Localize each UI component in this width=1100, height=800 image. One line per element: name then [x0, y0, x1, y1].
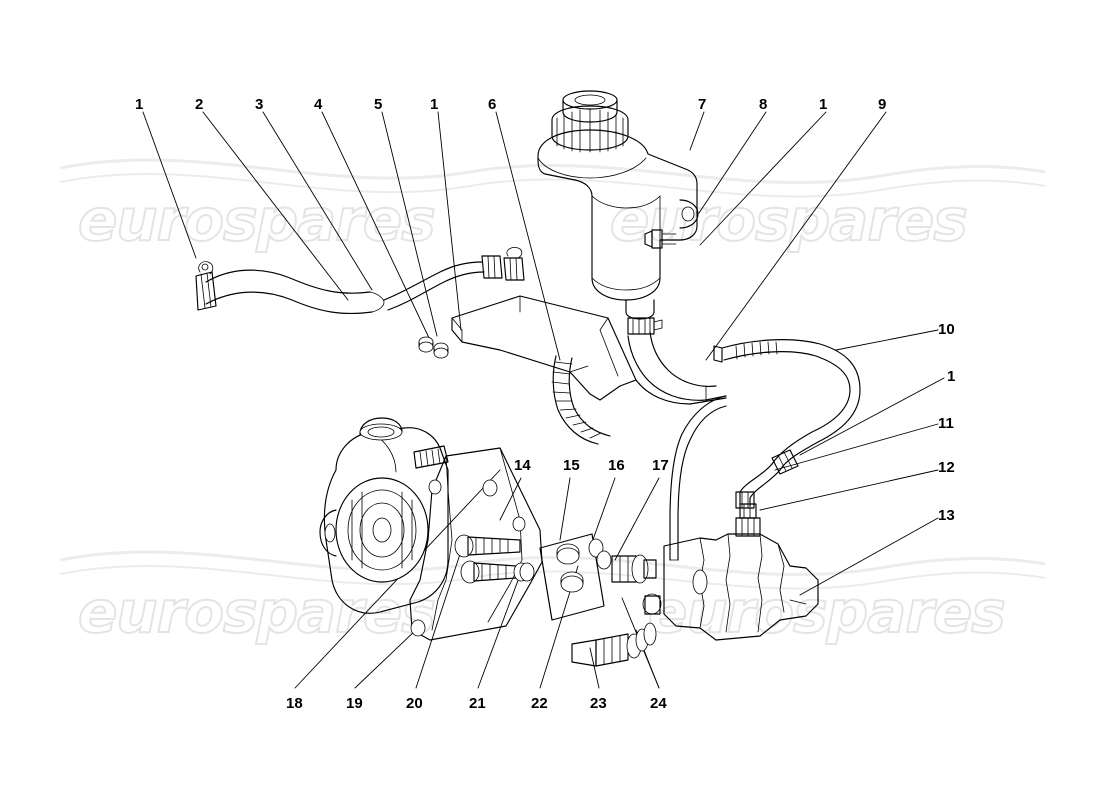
steering-valve-housing — [571, 503, 819, 667]
callout-2: 2 — [195, 96, 204, 113]
leader-lines-inner — [499, 477, 660, 561]
flange-plate — [539, 533, 612, 621]
union-fitting — [611, 554, 662, 615]
high-pressure-pipe — [713, 339, 861, 509]
callout-8: 8 — [759, 96, 768, 113]
callout-17: 17 — [652, 457, 669, 474]
callout-1c: 1 — [819, 96, 828, 113]
callout-1: 1 — [135, 96, 144, 113]
reservoir-assembly — [537, 90, 699, 335]
leader-lines-top — [142, 111, 887, 361]
callout-20: 20 — [406, 695, 423, 712]
callout-18: 18 — [286, 695, 303, 712]
callout-24: 24 — [650, 695, 667, 712]
washers-and-nuts — [418, 336, 449, 359]
callout-1b: 1 — [430, 96, 439, 113]
pipe-to-valve — [669, 395, 727, 561]
hose-return-right — [627, 331, 727, 405]
callout-6: 6 — [488, 96, 497, 113]
hose-low-pressure-left — [195, 261, 385, 315]
callout-14: 14 — [514, 457, 531, 474]
callout-5: 5 — [374, 96, 383, 113]
callout-15: 15 — [563, 457, 580, 474]
callout-21: 21 — [469, 695, 486, 712]
callout-23: 23 — [590, 695, 607, 712]
leader-lines-right — [759, 329, 945, 596]
callout-22: 22 — [531, 695, 548, 712]
callout-13: 13 — [938, 507, 955, 524]
callout-9: 9 — [878, 96, 887, 113]
callout-16: 16 — [608, 457, 625, 474]
mounting-bracket — [451, 295, 637, 401]
callout-19: 19 — [346, 695, 363, 712]
callout-7: 7 — [698, 96, 707, 113]
power-steering-pump — [319, 417, 449, 614]
callout-3: 3 — [255, 96, 264, 113]
bolts-and-spacers — [454, 534, 535, 584]
callout-1d: 1 — [947, 368, 956, 385]
hose-upper-left — [383, 247, 525, 311]
callout-11: 11 — [938, 415, 954, 432]
pump-bracket — [409, 447, 543, 641]
corrugated-hose — [551, 355, 611, 445]
callout-12: 12 — [938, 459, 955, 476]
callout-4: 4 — [314, 96, 323, 113]
callout-10: 10 — [938, 321, 955, 338]
